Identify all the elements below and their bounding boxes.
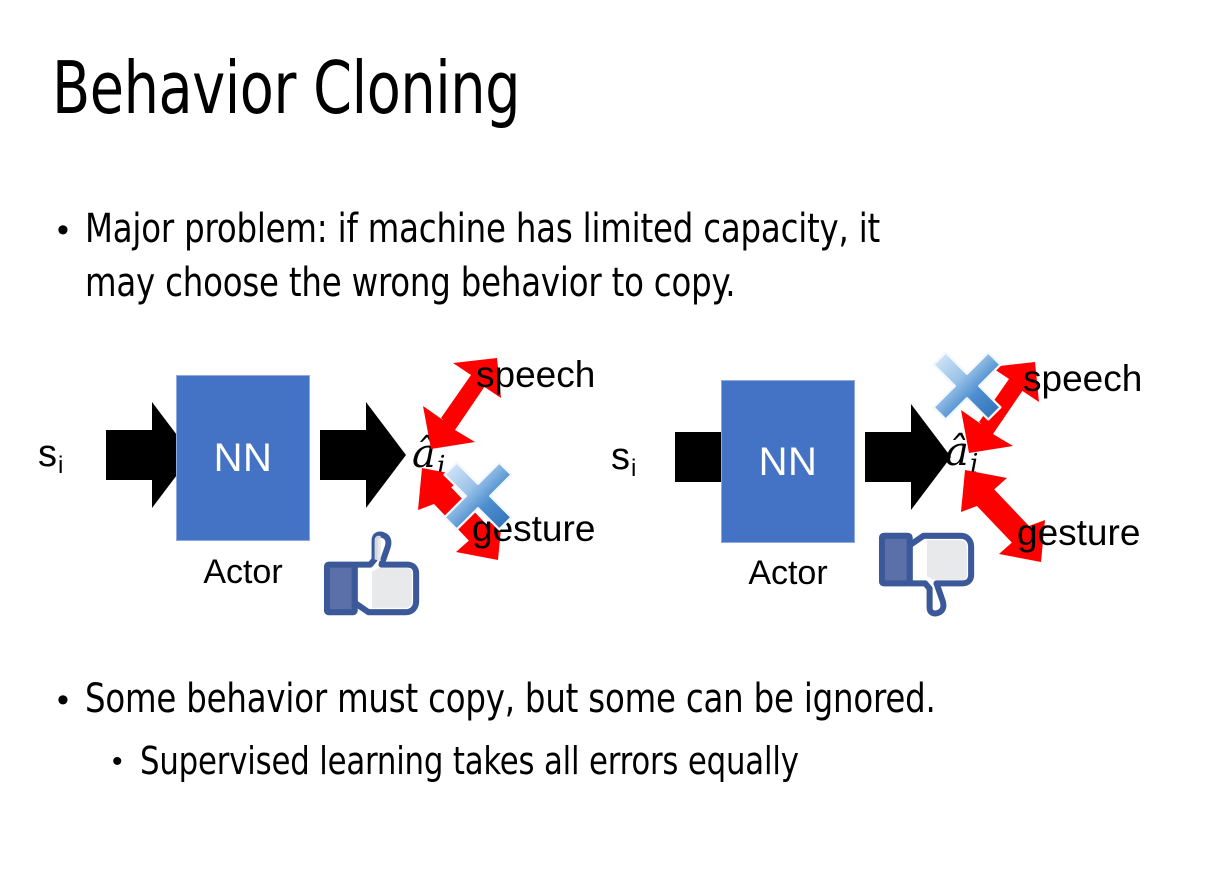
input-arrow-left-icon xyxy=(106,402,192,508)
cross-out-speech-icon xyxy=(932,351,1002,421)
sub-bullet-marker-icon: • xyxy=(112,745,123,778)
nn-box-label-right: NN xyxy=(758,439,818,484)
output-arrow-right-icon xyxy=(865,404,951,510)
branch-arrow-gesture-left-icon xyxy=(418,468,502,560)
output-action-label-left: âi xyxy=(412,431,446,483)
branch-label-speech-right: speech xyxy=(1023,358,1143,399)
nn-box-left: NN xyxy=(176,375,310,541)
bullet-top-text-2: may choose the wrong behavior to copy. xyxy=(85,260,736,306)
input-state-label-right: si xyxy=(611,436,637,482)
actor-caption-left: Actor xyxy=(203,553,283,591)
bullet-bottom-line-1: • Some behavior must copy, but some can … xyxy=(57,673,1177,727)
output-arrow-left-icon xyxy=(320,402,406,508)
bullet-top-line-1: • Major problem: if machine has limited … xyxy=(57,203,1157,257)
bullet-marker-icon: • xyxy=(57,681,69,719)
diagram-left-approve: si NN Actor âi speech xyxy=(10,340,610,640)
branch-label-gesture-right: gesture xyxy=(1017,512,1141,553)
bullet-bottom-primary: • Some behavior must copy, but some can … xyxy=(57,673,1177,727)
nn-box-right: NN xyxy=(721,380,855,543)
cross-out-gesture-icon xyxy=(443,461,513,531)
input-state-label-left: si xyxy=(38,433,64,479)
bullet-bottom-text-1: Some behavior must copy, but some can be… xyxy=(85,676,936,722)
bullet-top-text-1: Major problem: if machine has limited ca… xyxy=(85,206,881,252)
bullet-bottom-line-2: • Supervised learning takes all errors e… xyxy=(112,735,1172,789)
bullet-bottom-sub: • Supervised learning takes all errors e… xyxy=(112,735,1172,789)
branch-label-speech-left: speech xyxy=(476,354,596,395)
thumbs-down-icon xyxy=(878,532,975,617)
bullet-top-line-2: may choose the wrong behavior to copy. xyxy=(57,257,1157,310)
diagram-right-reject: si NN Actor âi speech xyxy=(575,340,1175,640)
page-title: Behavior Cloning xyxy=(52,46,521,130)
bullet-bottom-text-2: Supervised learning takes all errors equ… xyxy=(140,739,799,783)
bullet-marker-icon: • xyxy=(57,211,69,249)
output-action-label-right: âi xyxy=(945,429,979,481)
nn-box-label-left: NN xyxy=(213,436,273,480)
actor-caption-right: Actor xyxy=(748,554,828,592)
thumbs-up-icon xyxy=(323,531,420,616)
bullet-top: • Major problem: if machine has limited … xyxy=(57,203,1157,310)
branch-arrow-gesture-right-icon xyxy=(961,470,1045,562)
branch-arrow-speech-left-icon xyxy=(423,358,501,449)
